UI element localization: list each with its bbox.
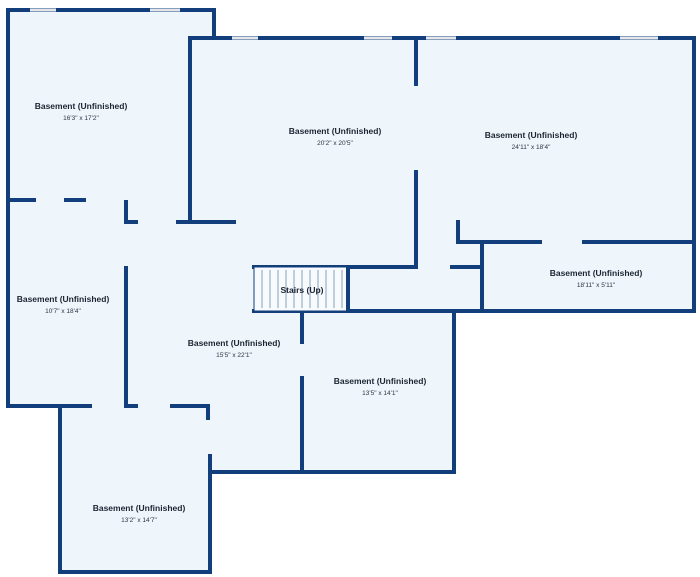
stairs: Stairs (Up) bbox=[253, 265, 350, 313]
room-dimensions: 13'5" x 14'1" bbox=[362, 390, 398, 397]
room-name: Basement (Unfinished) bbox=[550, 268, 643, 278]
room-label-top-left: Basement (Unfinished) 16'3" x 17'2" bbox=[35, 101, 128, 122]
windows bbox=[30, 8, 658, 40]
room-name: Basement (Unfinished) bbox=[188, 338, 281, 348]
room-dimensions: 13'2" x 14'7" bbox=[121, 517, 157, 524]
stairs-label: Stairs (Up) bbox=[281, 285, 324, 295]
room-dimensions: 20'2" x 20'5" bbox=[317, 140, 353, 147]
room-dimensions: 24'11" x 18'4" bbox=[512, 144, 551, 151]
room-label-center: Basement (Unfinished) 15'5" x 22'1" bbox=[188, 338, 281, 359]
room-label-bottom-left: Basement (Unfinished) 13'2" x 14'7" bbox=[93, 503, 186, 524]
room-name: Basement (Unfinished) bbox=[17, 294, 110, 304]
room-label-left: Basement (Unfinished) 10'7" x 18'4" bbox=[17, 294, 110, 315]
room-dimensions: 15'5" x 22'1" bbox=[216, 352, 252, 359]
room-name: Basement (Unfinished) bbox=[334, 376, 427, 386]
floor-area bbox=[8, 10, 694, 572]
room-label-top-right: Basement (Unfinished) 24'11" x 18'4" bbox=[485, 130, 578, 151]
room-label-bottom-center: Basement (Unfinished) 13'5" x 14'1" bbox=[334, 376, 427, 397]
room-label-top-center: Basement (Unfinished) 20'2" x 20'5" bbox=[289, 126, 382, 147]
room-name: Basement (Unfinished) bbox=[35, 101, 128, 111]
room-name: Basement (Unfinished) bbox=[93, 503, 186, 513]
room-dimensions: 18'11" x 5'11" bbox=[577, 282, 616, 289]
room-name: Basement (Unfinished) bbox=[485, 130, 578, 140]
room-label-right-small: Basement (Unfinished) 18'11" x 5'11" bbox=[550, 268, 643, 289]
room-dimensions: 10'7" x 18'4" bbox=[45, 308, 81, 315]
room-name: Basement (Unfinished) bbox=[289, 126, 382, 136]
room-labels: Basement (Unfinished) 16'3" x 17'2" Base… bbox=[17, 101, 643, 524]
room-dimensions: 16'3" x 17'2" bbox=[63, 115, 99, 122]
